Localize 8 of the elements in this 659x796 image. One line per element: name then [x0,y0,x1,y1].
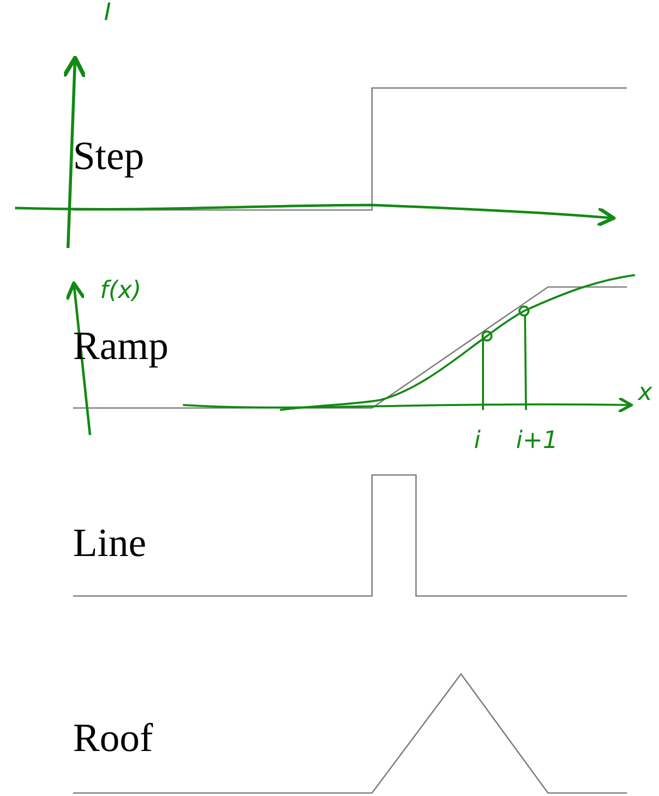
handwritten-label: f(x) [100,278,142,302]
profile-label: Step [73,136,144,176]
handwritten-label: i+1 [516,428,558,452]
handwritten-label: I [104,0,112,24]
profile-label: Line [73,523,146,563]
profile-label: Roof [73,718,153,758]
handwritten-label: i [474,428,481,452]
handwritten-label: x [638,380,652,404]
